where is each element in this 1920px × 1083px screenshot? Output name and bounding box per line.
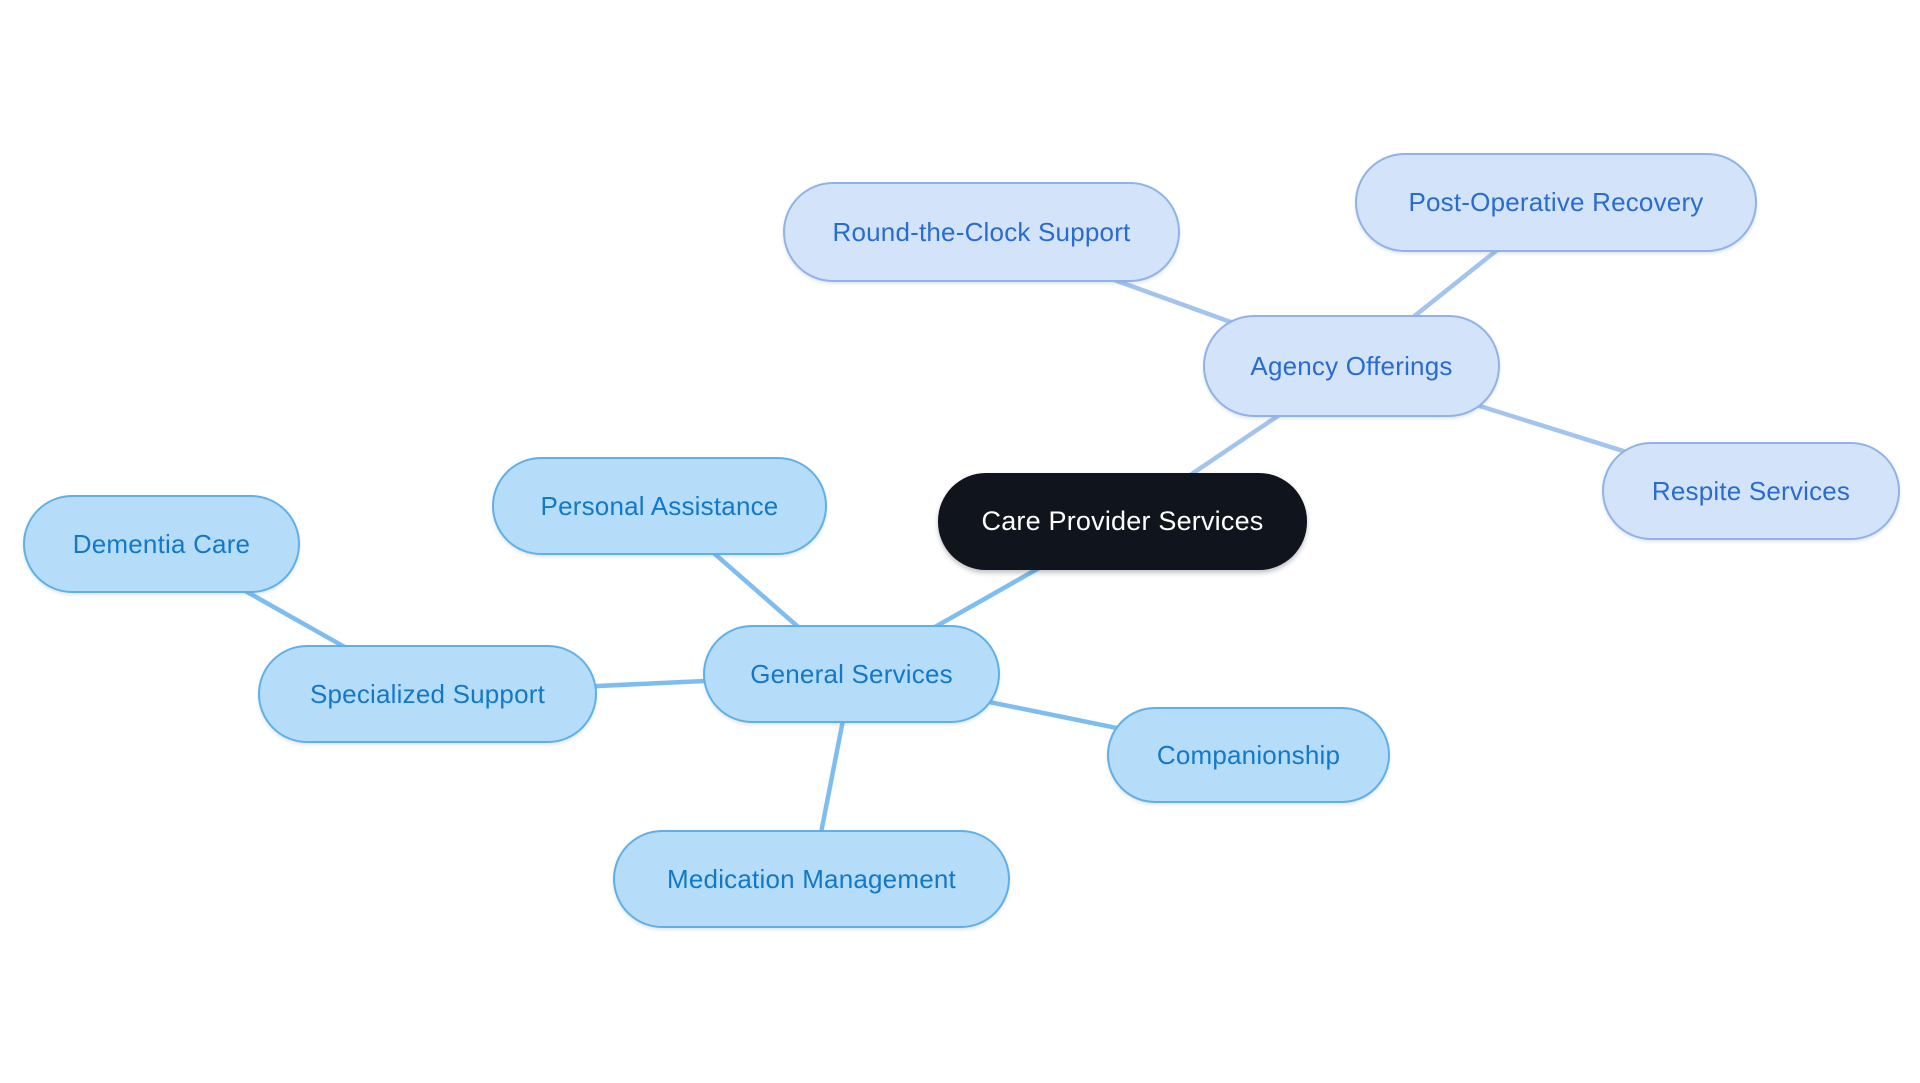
- node-round-the-clock-support[interactable]: Round-the-Clock Support: [783, 182, 1180, 282]
- node-post-operative-recovery[interactable]: Post-Operative Recovery: [1355, 153, 1757, 252]
- node-general-services[interactable]: General Services: [703, 625, 1000, 723]
- node-companionship[interactable]: Companionship: [1107, 707, 1390, 803]
- node-personal-assistance[interactable]: Personal Assistance: [492, 457, 827, 555]
- node-care-provider-services[interactable]: Care Provider Services: [938, 473, 1307, 570]
- node-agency-offerings[interactable]: Agency Offerings: [1203, 315, 1500, 417]
- node-medication-management[interactable]: Medication Management: [613, 830, 1010, 928]
- node-dementia-care[interactable]: Dementia Care: [23, 495, 300, 593]
- node-specialized-support[interactable]: Specialized Support: [258, 645, 597, 743]
- node-respite-services[interactable]: Respite Services: [1602, 442, 1900, 540]
